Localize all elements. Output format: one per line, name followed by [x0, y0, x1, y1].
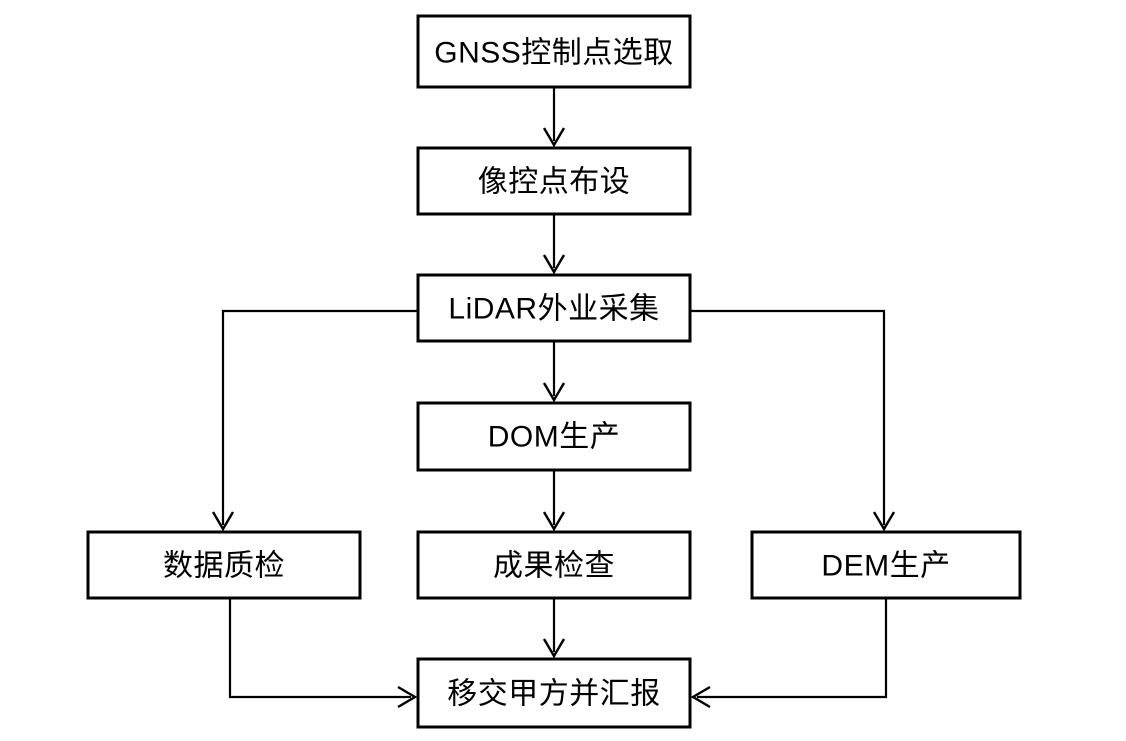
- edge-shujuzhijian-to-yijiao: [228, 598, 418, 709]
- node-dom-production[interactable]: DOM生产: [416, 401, 692, 472]
- node-label: DOM生产: [488, 421, 621, 454]
- node-label: 移交甲方并汇报: [447, 678, 661, 711]
- node-label: DEM生产: [821, 550, 950, 583]
- node-label: 像控点布设: [478, 166, 631, 199]
- node-label: 数据质检: [163, 550, 285, 583]
- connector-group: [211, 87, 896, 709]
- node-label: LiDAR外业采集: [448, 293, 659, 326]
- edge-gnss-to-xiangkongdian: [542, 87, 566, 148]
- edge-dem-to-yijiao: [690, 598, 888, 709]
- edge-lidar-to-dom: [542, 341, 566, 403]
- edge-xiangkongdian-to-lidar: [542, 214, 566, 275]
- node-gnss-control-point-selection[interactable]: GNSS控制点选取: [416, 14, 692, 89]
- node-image-control-point-layout[interactable]: 像控点布设: [416, 146, 692, 216]
- edge-dom-to-chengguojiancha: [542, 470, 566, 532]
- node-label: 成果检查: [493, 550, 615, 583]
- node-group: GNSS控制点选取 像控点布设 LiDAR外业采集 DOM生产 数据质检 成果检: [86, 14, 1022, 729]
- edge-lidar-to-dem: [690, 309, 896, 532]
- node-handover-and-report[interactable]: 移交甲方并汇报: [416, 657, 692, 729]
- edge-lidar-to-shujuzhijian: [211, 309, 418, 532]
- edge-chengguojiancha-to-yijiao: [542, 598, 566, 659]
- node-lidar-field-collection[interactable]: LiDAR外业采集: [416, 273, 692, 343]
- node-data-quality-inspection[interactable]: 数据质检: [86, 530, 362, 600]
- node-label: GNSS控制点选取: [434, 37, 674, 70]
- node-result-inspection[interactable]: 成果检查: [416, 530, 692, 600]
- node-dem-production[interactable]: DEM生产: [750, 530, 1022, 600]
